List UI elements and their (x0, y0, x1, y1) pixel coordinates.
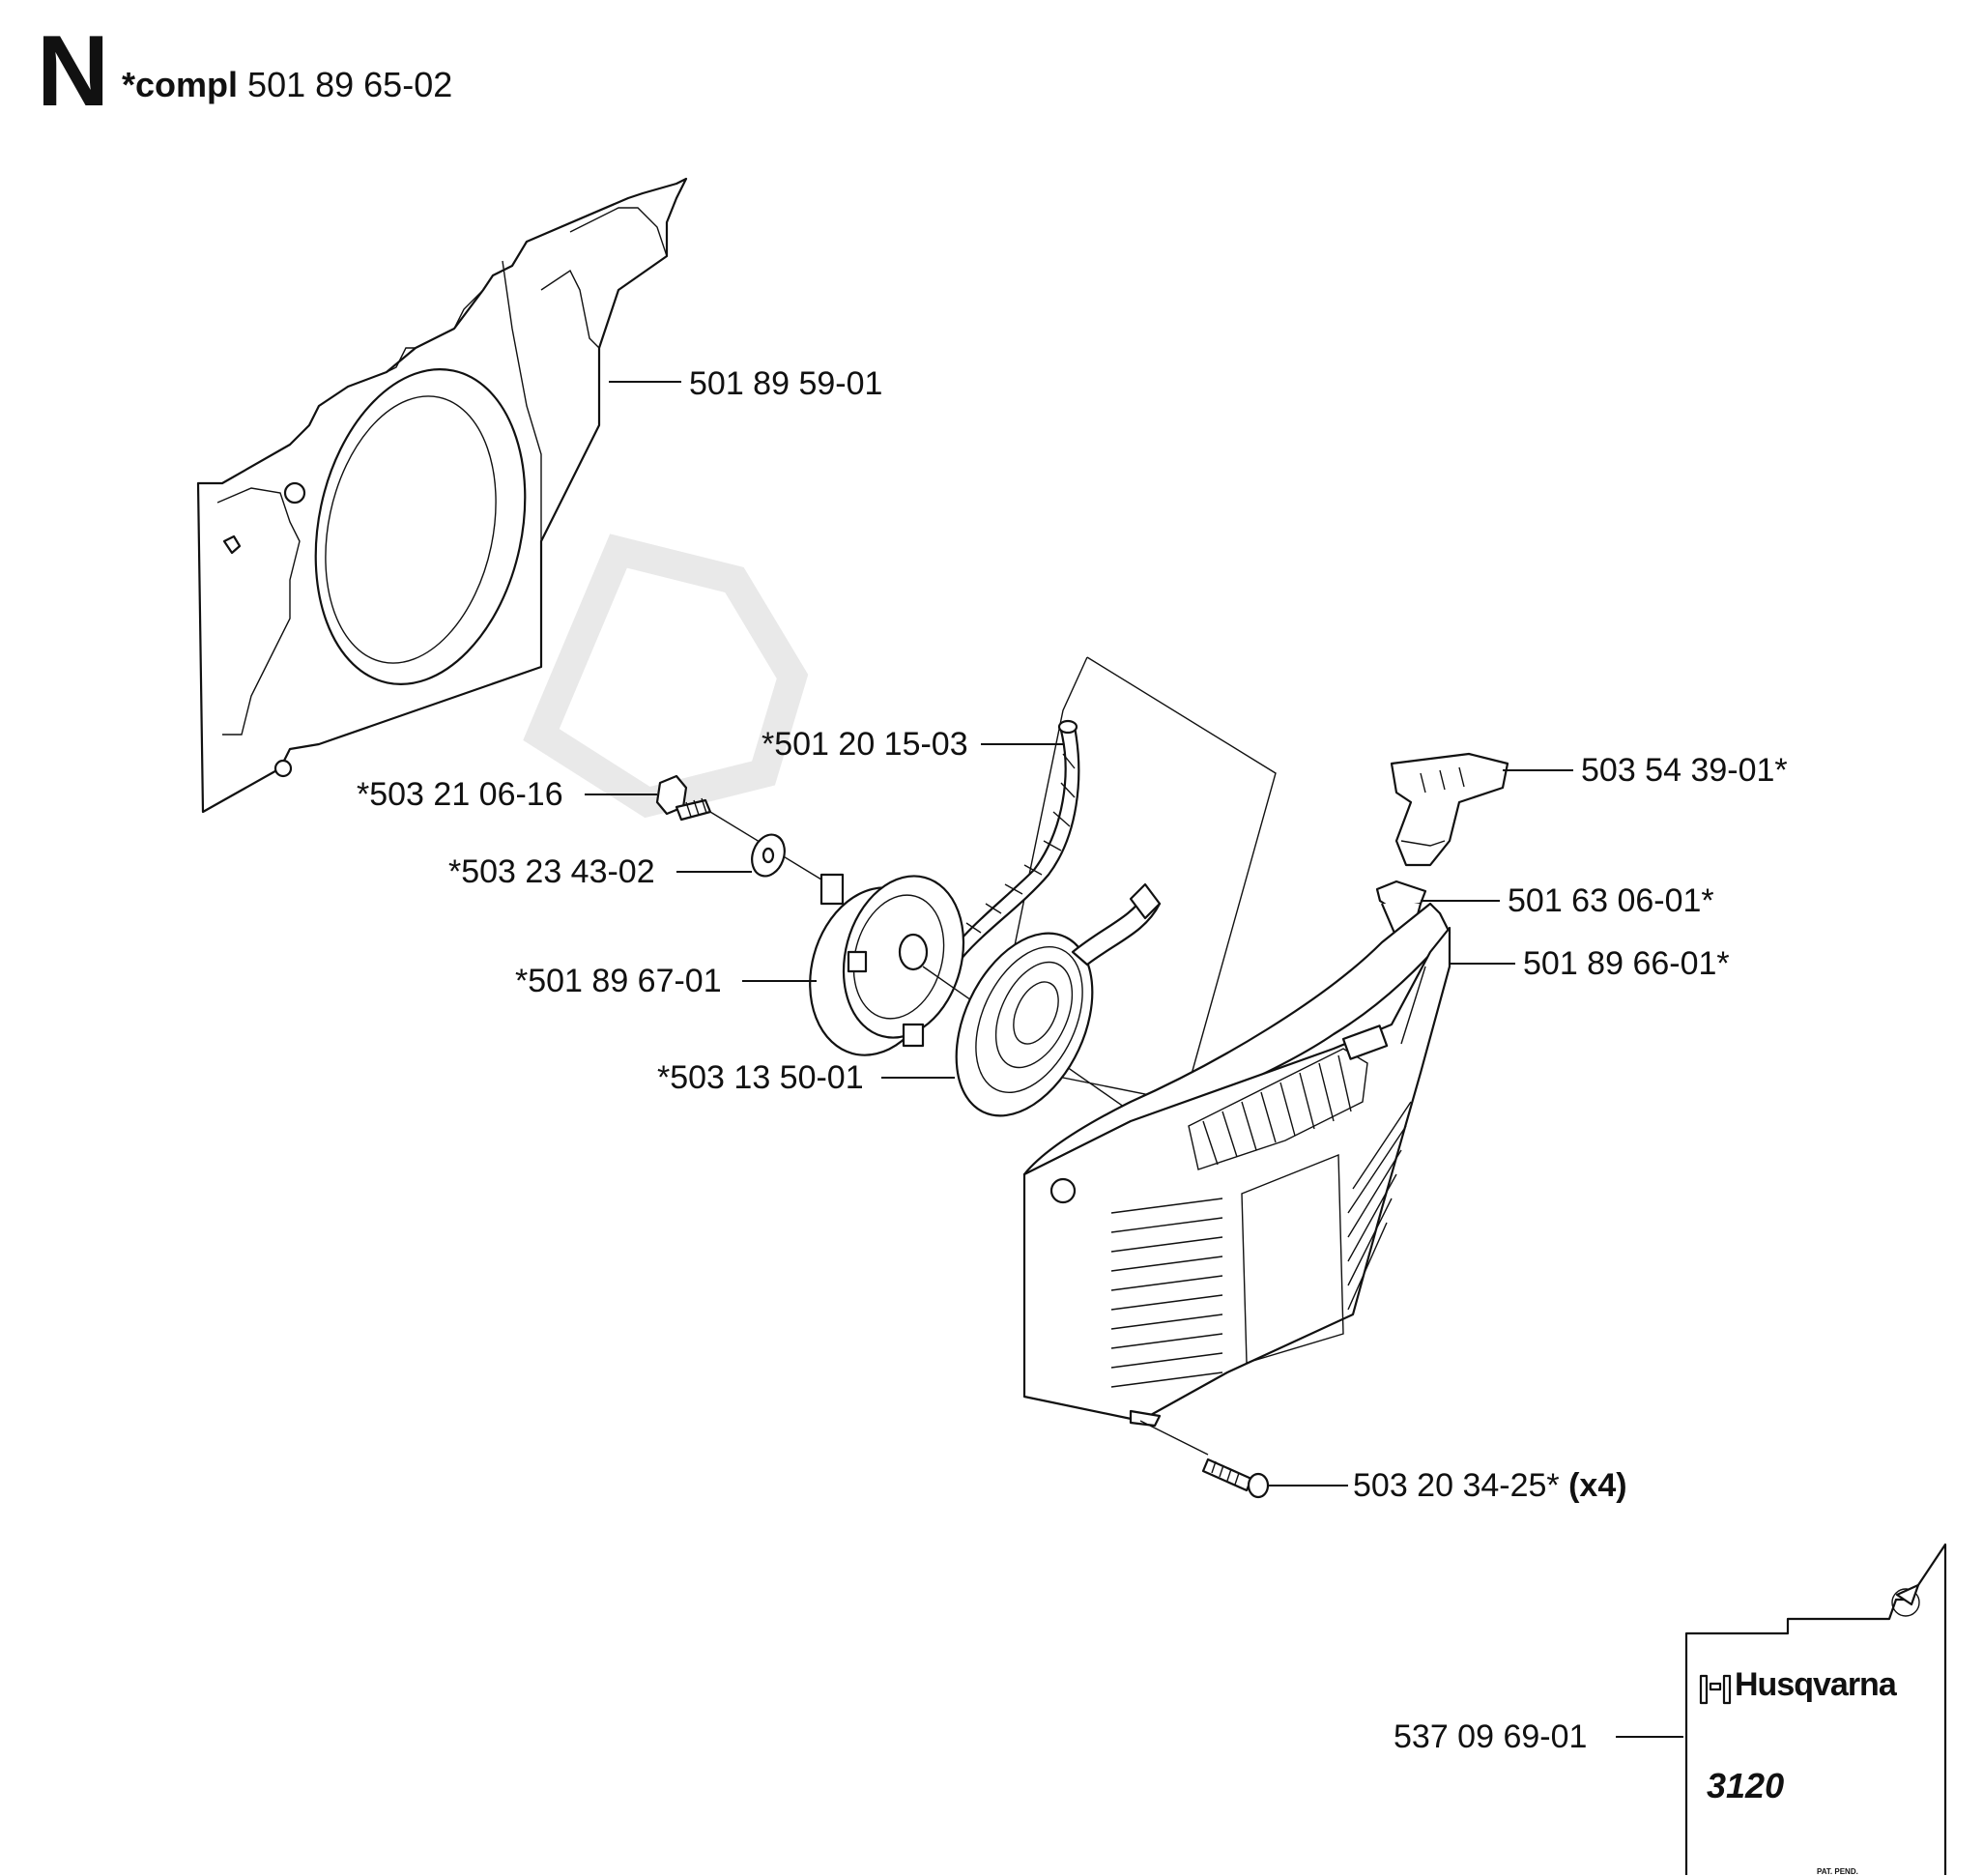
washer-drawing (751, 833, 786, 878)
cover-screw-number: 503 20 34-25* (1353, 1467, 1560, 1504)
part-number-rope: *501 20 15-03 (762, 726, 968, 763)
part-number-screw: *503 21 06-16 (357, 776, 563, 813)
decal-pat-pend: PAT. PEND. (1817, 1867, 1858, 1876)
complete-assembly-number: *compl 501 89 65-02 (122, 68, 452, 102)
part-number-decal: 537 09 69-01 (1394, 1718, 1588, 1755)
part-number-handle: 503 54 39-01* (1581, 752, 1788, 789)
starter-housing-left-drawing (196, 177, 688, 814)
decal-model: 3120 (1707, 1766, 1785, 1805)
section-letter: N (37, 15, 110, 128)
screw-drawing (655, 774, 822, 880)
starter-cover-drawing (1022, 902, 1451, 1428)
rope-pulley-drawing (809, 873, 1132, 1112)
part-number-spring: *503 13 50-01 (657, 1059, 864, 1096)
decal-brand: Husqvarna (1735, 1666, 1897, 1703)
cover-screw-qty: (x4) (1568, 1467, 1627, 1504)
cover-screw-drawing (1139, 1420, 1270, 1499)
recoil-spring-drawing (955, 882, 1162, 1117)
compl-number: 501 89 65-02 (247, 65, 453, 104)
starter-handle-drawing (1390, 752, 1509, 867)
part-number-cover: 501 89 66-01* (1523, 945, 1730, 982)
part-number-housing: 501 89 59-01 (689, 365, 883, 402)
watermark-logo (523, 534, 809, 819)
part-number-pulley: *501 89 67-01 (515, 963, 722, 999)
decal-drawing (1684, 1543, 1947, 1875)
part-number-cover-screw: 503 20 34-25* (x4) (1353, 1469, 1627, 1502)
compl-prefix: *compl (122, 65, 239, 104)
part-number-guide: 501 63 06-01* (1508, 882, 1714, 919)
part-number-washer: *503 23 43-02 (448, 853, 655, 890)
